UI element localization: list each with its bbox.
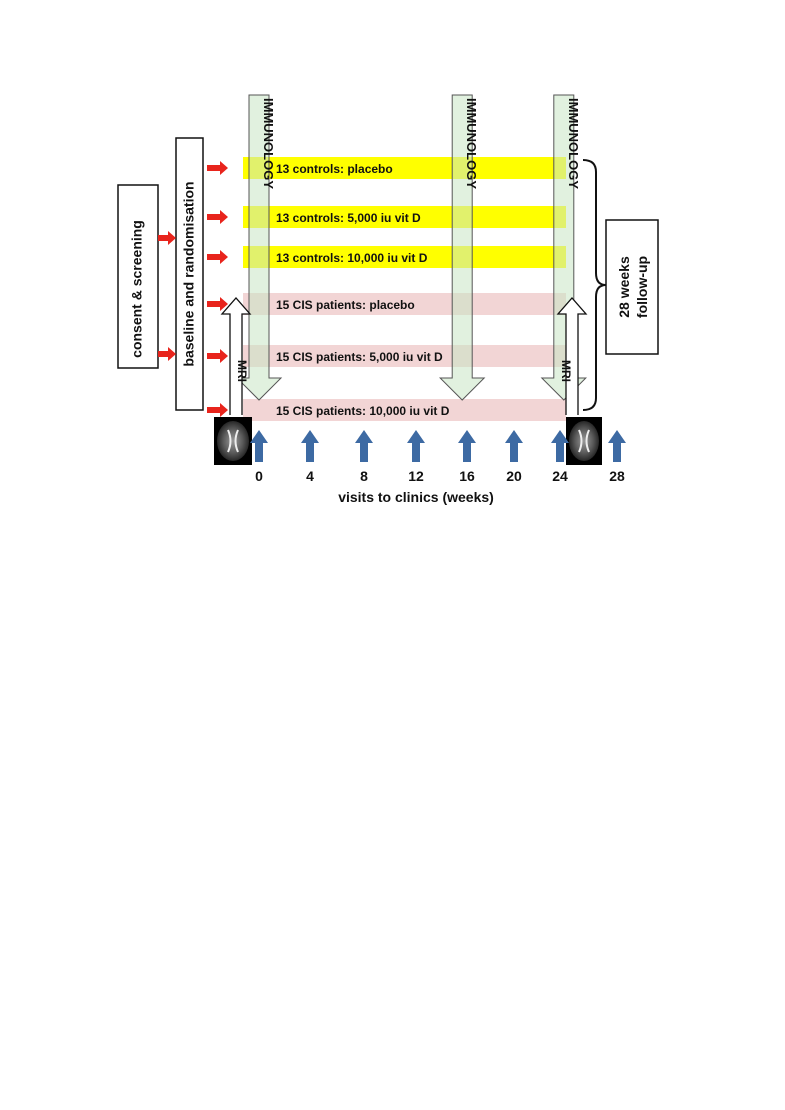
arm-band [243, 246, 566, 268]
flow-arrow [207, 250, 228, 264]
immunology-arrow [438, 94, 486, 401]
red-flow-arrows [158, 161, 228, 417]
arm-label: 13 controls: 10,000 iu vit D [276, 251, 428, 265]
visit-week-label: 16 [459, 468, 475, 484]
arm-label: 15 CIS patients: placebo [276, 298, 415, 312]
arm-label: 13 controls: 5,000 iu vit D [276, 211, 421, 225]
visit-arrow [505, 430, 523, 462]
flow-arrow [207, 210, 228, 224]
flow-arrow [158, 347, 176, 361]
arm-band [243, 206, 566, 228]
baseline-randomisation-label: baseline and randomisation [181, 181, 197, 366]
visit-arrow [355, 430, 373, 462]
brain-mri-image-week-24 [566, 417, 602, 465]
arm-band [243, 293, 566, 315]
immunology-label: IMMUNOLOGY [566, 98, 581, 189]
visit-arrow [458, 430, 476, 462]
immunology-label: IMMUNOLOGY [261, 98, 276, 189]
timeline-axis-title: visits to clinics (weeks) [338, 489, 494, 505]
visit-week-label: 24 [552, 468, 568, 484]
visit-arrow [407, 430, 425, 462]
immunology-timepoints: IMMUNOLOGY IMMUNOLOGY IMMUNOLOGY [235, 94, 588, 401]
arm-label: 15 CIS patients: 5,000 iu vit D [276, 350, 443, 364]
visit-week-label: 8 [360, 468, 368, 484]
visit-arrow [250, 430, 268, 462]
mri-label: MRI [559, 360, 573, 382]
immunology-label: IMMUNOLOGY [464, 98, 479, 189]
visit-week-label: 0 [255, 468, 263, 484]
baseline-randomisation-box: baseline and randomisation [175, 137, 204, 411]
visit-week-label: 28 [609, 468, 625, 484]
flow-arrow [207, 403, 228, 417]
consent-screening-label: consent & screening [129, 220, 145, 358]
visit-arrow [608, 430, 626, 462]
arm-band [243, 157, 566, 179]
mri-arrow [556, 297, 588, 415]
immunology-arrow [235, 94, 283, 401]
treatment-arm-labels: 13 controls: placebo 13 controls: 5,000 i… [276, 162, 450, 418]
mri-timepoints: MRI MRI [220, 297, 588, 415]
flow-arrow [207, 349, 228, 363]
clinic-visit-timeline: 0 4 8 12 16 20 24 28 [250, 430, 626, 484]
flow-arrow [158, 231, 176, 245]
mri-arrow [220, 297, 252, 415]
visit-week-label: 20 [506, 468, 522, 484]
consent-screening-box: consent & screening [117, 184, 159, 369]
flow-arrow [207, 297, 228, 311]
flow-arrow [207, 161, 228, 175]
brain-mri-image-baseline [214, 417, 252, 465]
visit-week-label: 12 [408, 468, 424, 484]
mri-label: MRI [235, 360, 249, 382]
visit-arrow [551, 430, 569, 462]
visit-arrow [301, 430, 319, 462]
visit-week-label: 4 [306, 468, 314, 484]
arm-band [243, 399, 566, 421]
arm-band [243, 345, 566, 367]
arm-label: 15 CIS patients: 10,000 iu vit D [276, 404, 450, 418]
follow-up-brace [582, 159, 607, 411]
arm-label: 13 controls: placebo [276, 162, 393, 176]
treatment-arms [243, 157, 566, 421]
